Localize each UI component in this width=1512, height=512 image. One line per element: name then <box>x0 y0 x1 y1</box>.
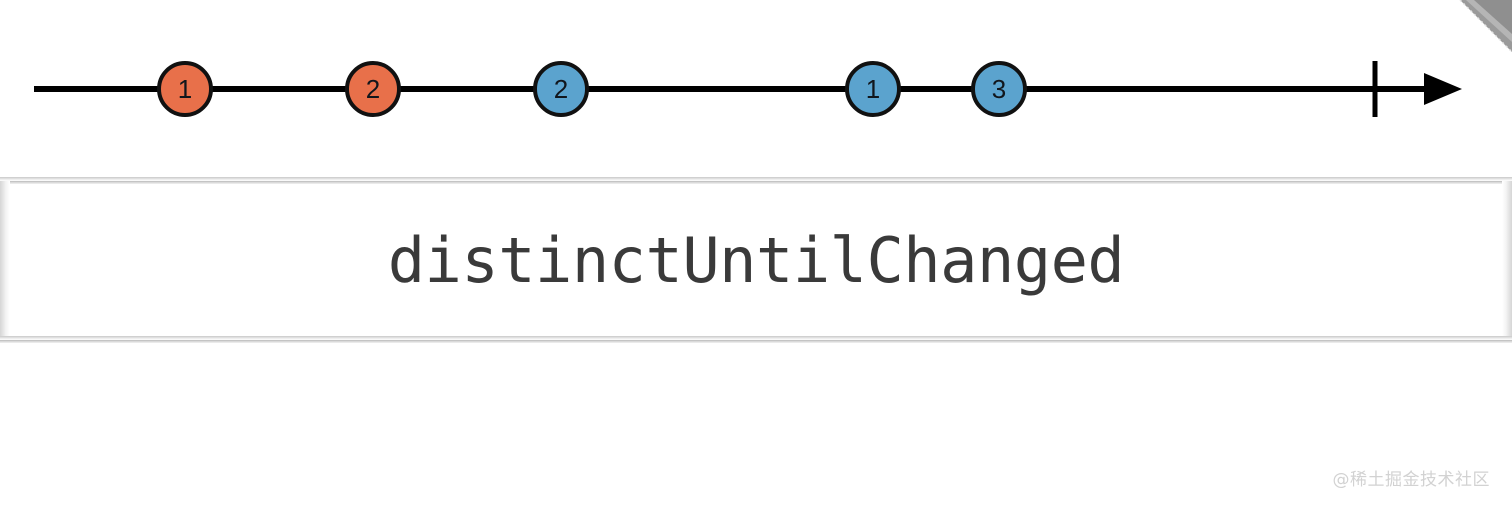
operator-band-right-edge <box>1502 181 1512 340</box>
watermark-text: @稀土掘金技术社区 <box>1332 470 1490 490</box>
source-arrowhead <box>1424 73 1462 105</box>
source-marble-3[interactable]: 1 <box>845 61 901 117</box>
operator-band-top-edge <box>0 181 1512 184</box>
source-marble-4[interactable]: 3 <box>971 61 1027 117</box>
source-marble-1[interactable]: 2 <box>345 61 401 117</box>
operator-band: distinctUntilChanged <box>0 181 1512 340</box>
source-timeline: 1 2 2 1 3 <box>0 39 1512 139</box>
operator-name-label: distinctUntilChanged <box>387 224 1125 297</box>
band-divider-top <box>0 177 1512 181</box>
operator-band-left-edge <box>0 181 10 340</box>
source-marble-0[interactable]: 1 <box>157 61 213 117</box>
source-marble-2[interactable]: 2 <box>533 61 589 117</box>
source-axis <box>34 61 1462 117</box>
band-divider-bottom <box>0 340 1512 343</box>
operator-band-bottom-edge <box>0 336 1512 340</box>
result-stream-band: 1213 @稀土掘金技术社区 <box>0 340 1512 512</box>
source-stream-band: 1 2 2 1 3 <box>0 0 1512 181</box>
